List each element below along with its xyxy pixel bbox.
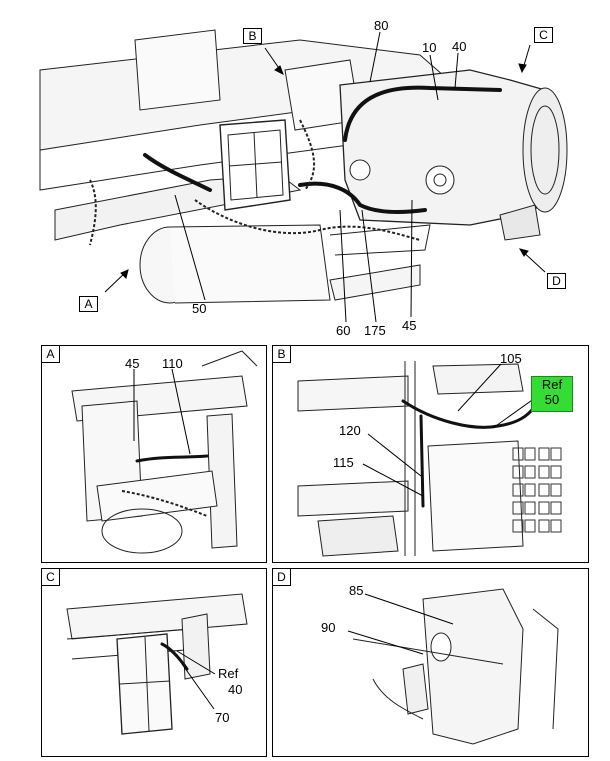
detail-tag-a: A	[42, 346, 60, 363]
detail-a-drawing	[71, 350, 258, 554]
ref-number-40: 40	[228, 682, 243, 697]
main-assembly-view: B C A D 80 10 40 50 60 175 45	[0, 0, 610, 338]
detail-panel-c: C Ref 40 70	[41, 568, 267, 757]
detail-c-drawing	[66, 593, 248, 735]
callout-120: 120	[339, 423, 361, 438]
callout-10: 10	[422, 40, 437, 55]
view-tag-a: A	[79, 296, 98, 312]
main-assembly-drawing	[39, 29, 568, 323]
detail-tag-b: B	[273, 346, 291, 363]
callout-80: 80	[374, 18, 389, 33]
ref-box-50: Ref 50	[531, 376, 573, 412]
callout-110: 110	[162, 356, 183, 371]
callout-85: 85	[349, 583, 364, 598]
view-tag-c: C	[534, 27, 553, 43]
detail-tag-d: D	[273, 569, 291, 586]
callout-40: 40	[452, 39, 467, 54]
callout-105: 105	[500, 351, 522, 366]
callout-175: 175	[364, 323, 386, 338]
detail-tag-c: C	[42, 569, 60, 586]
detail-b-drawing	[297, 361, 562, 557]
ref-number: 50	[544, 392, 560, 407]
callout-50: 50	[192, 301, 207, 316]
view-tag-d: D	[547, 273, 566, 289]
callout-115: 115	[333, 455, 354, 470]
detail-panel-d: D 85 90	[272, 568, 589, 757]
callout-45: 45	[125, 356, 140, 371]
callout-60: 60	[336, 323, 351, 338]
callout-45: 45	[402, 318, 417, 333]
ref-text-40: Ref	[218, 666, 239, 681]
callout-70: 70	[215, 710, 230, 725]
detail-d-drawing	[347, 588, 559, 745]
callout-90: 90	[321, 620, 336, 635]
view-tag-b: B	[243, 28, 262, 44]
ref-label: Ref	[541, 377, 563, 392]
detail-panel-b: B	[272, 345, 589, 563]
detail-panel-a: A 45 110	[41, 345, 267, 563]
